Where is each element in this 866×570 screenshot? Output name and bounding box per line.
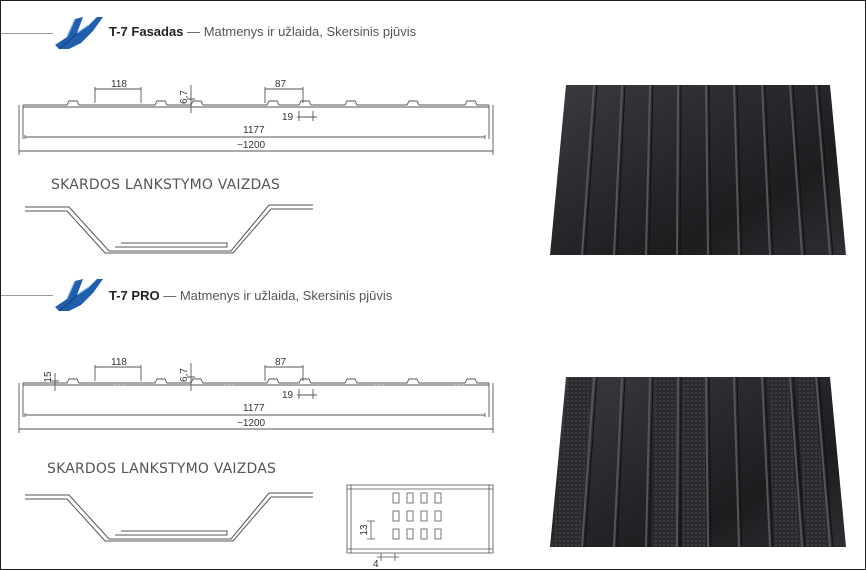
profile-name: T-7 Fasadas <box>109 24 184 39</box>
bend-view-title: SKARDOS LANKSTYMO VAIZDAS <box>51 177 281 193</box>
dim-rib-spacing: 118 <box>111 79 127 90</box>
dim-slot-width: 4 <box>373 559 379 569</box>
heading-dash: — <box>163 288 177 303</box>
cross-section-drawing: 15 118 6,7 87 19 1177 ~1200 <box>18 357 494 433</box>
cross-section-drawing: 118 6,7 87 19 1177 ~1200 <box>18 79 494 155</box>
dim-rib-width: 19 <box>282 390 294 401</box>
dim-cover-width: 1177 <box>243 125 265 136</box>
dim-top-width: 87 <box>275 79 287 90</box>
sheet-render-fasadas <box>550 84 846 256</box>
dim-slot-height: 13 <box>359 524 370 536</box>
dim-cover-width: 1177 <box>243 403 265 414</box>
dim-top-width: 87 <box>275 357 287 368</box>
bend-view-drawing <box>25 492 313 542</box>
dim-height: 6,7 <box>179 368 190 382</box>
profile-logo-icon <box>55 17 103 50</box>
dim-rib-spacing: 118 <box>111 357 127 368</box>
bend-view-drawing <box>25 204 313 254</box>
header-rule-1 <box>1 33 53 34</box>
section-heading-fasadas: T-7 Fasadas — Matmenys ir užlaida, Skers… <box>109 24 416 39</box>
heading-subtitle: Matmenys ir užlaida, Skersinis pjūvis <box>179 288 393 303</box>
sheet-render-pro <box>550 376 846 548</box>
perforation-detail-drawing: 13 4 <box>346 484 494 569</box>
header-rule-2 <box>1 295 53 296</box>
bend-view-title: SKARDOS LANKSTYMO VAIZDAS <box>47 461 277 477</box>
dim-height: 6,7 <box>179 90 190 104</box>
heading-subtitle: Matmenys ir užlaida, Skersinis pjūvis <box>203 24 417 39</box>
section-heading-pro: T-7 PRO — Matmenys ir užlaida, Skersinis… <box>109 288 392 303</box>
dim-edge-height: 15 <box>43 371 54 383</box>
profile-logo-icon <box>55 279 103 312</box>
profile-name: T-7 PRO <box>109 288 160 303</box>
heading-dash: — <box>187 24 201 39</box>
dim-total-width: ~1200 <box>237 140 266 151</box>
dim-total-width: ~1200 <box>237 418 266 429</box>
dim-rib-width: 19 <box>282 112 294 123</box>
